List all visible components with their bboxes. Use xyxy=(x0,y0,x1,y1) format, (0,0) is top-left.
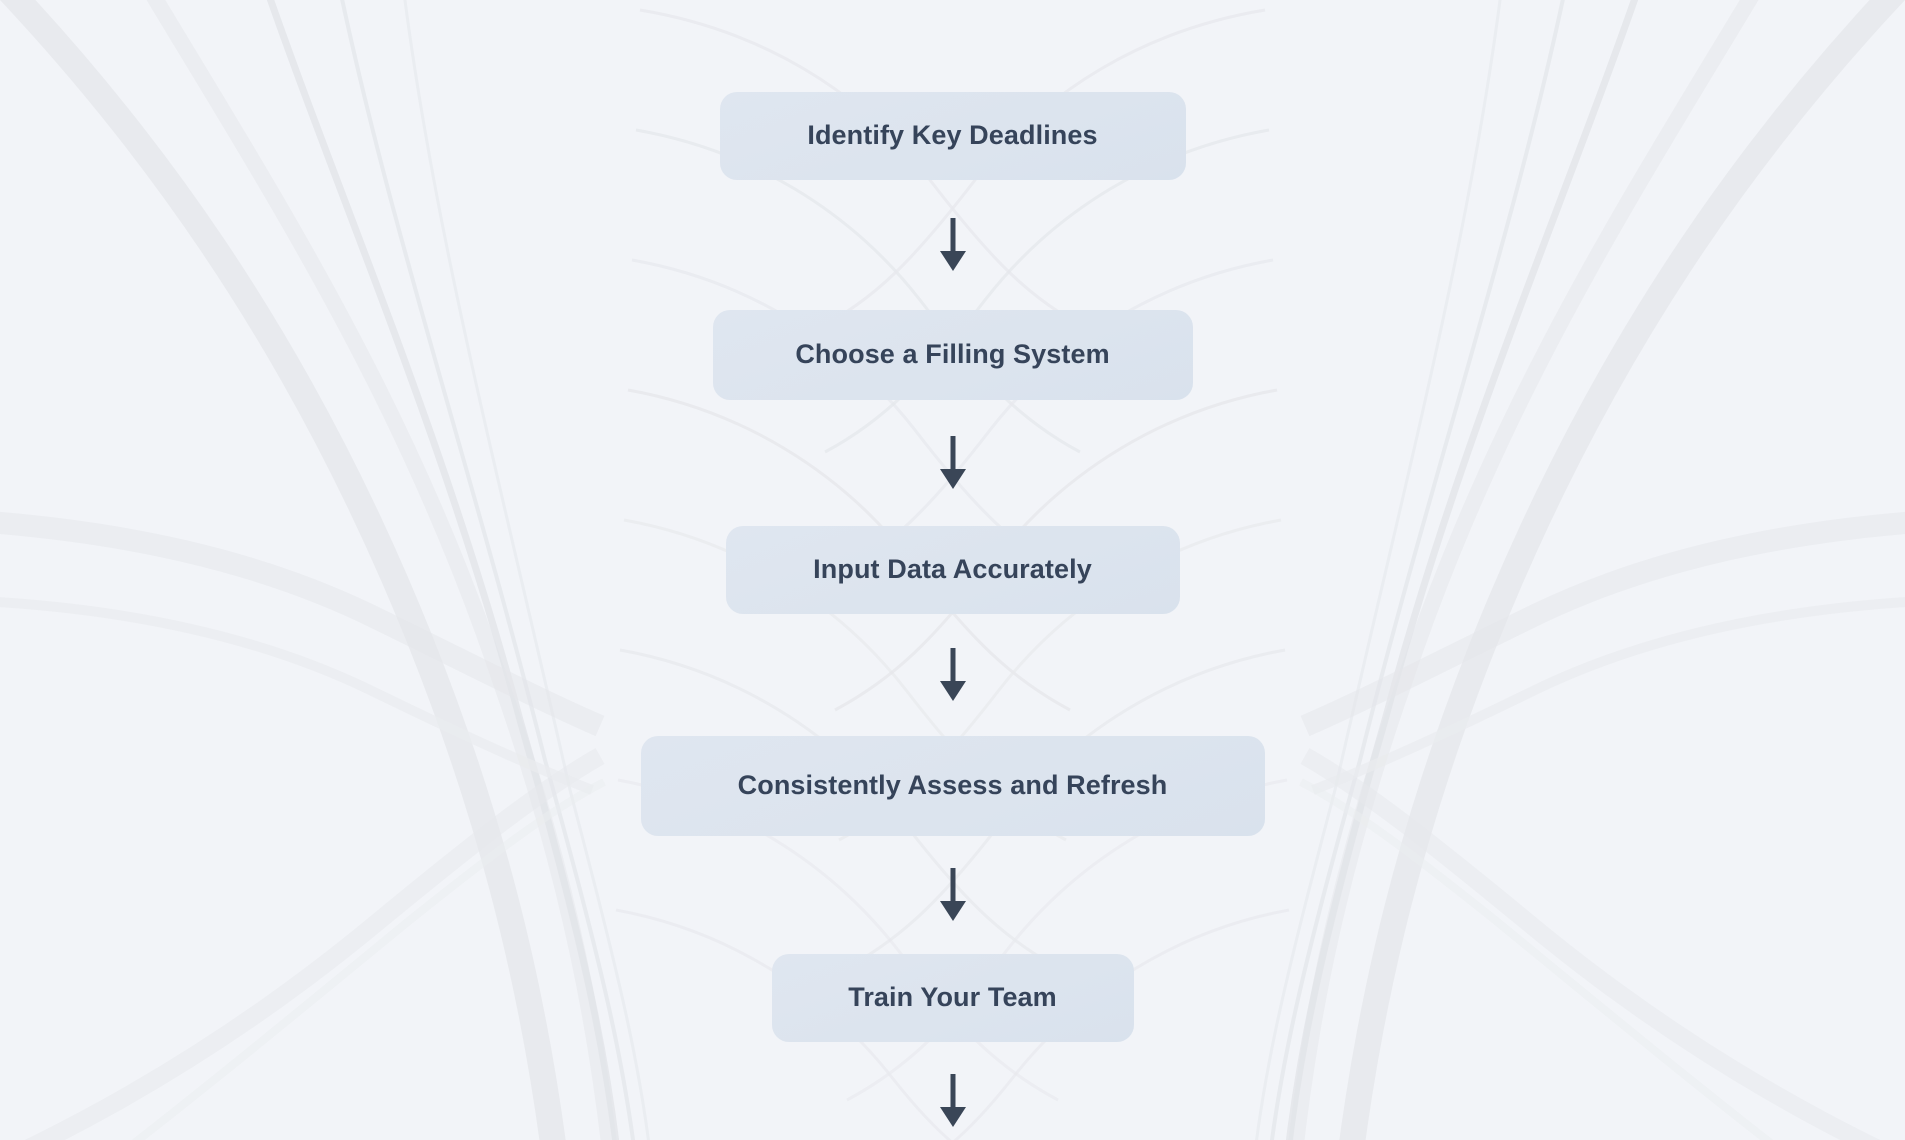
flow-gap xyxy=(952,490,953,526)
flow-node-step-3[interactable]: Input Data Accurately xyxy=(725,526,1180,614)
flow-gap xyxy=(952,614,953,648)
flow-gap xyxy=(952,180,953,218)
flow-connector-1-to-2 xyxy=(933,218,973,272)
flow-connector-4-to-5 xyxy=(933,868,973,922)
flow-gap xyxy=(952,272,953,310)
flow-gap xyxy=(952,1042,953,1074)
flow-node-label: Consistently Assess and Refresh xyxy=(737,770,1168,801)
flow-connector-3-to-4 xyxy=(933,648,973,702)
flow-gap xyxy=(952,922,953,954)
flow-node-step-5[interactable]: Train Your Team xyxy=(771,954,1134,1042)
flow-connector-2-to-3 xyxy=(933,436,973,490)
flow-node-label: Input Data Accurately xyxy=(813,554,1092,585)
down-arrow-icon xyxy=(939,218,966,271)
flow-gap xyxy=(952,836,953,868)
flow-connector-5-to-6 xyxy=(933,1074,973,1128)
down-arrow-icon xyxy=(939,648,966,701)
flow-node-step-1[interactable]: Identify Key Deadlines xyxy=(719,92,1186,180)
flow-gap xyxy=(952,1128,953,1140)
flow-node-label: Choose a Filling System xyxy=(795,339,1110,370)
down-arrow-icon xyxy=(939,868,966,921)
flow-node-label: Train Your Team xyxy=(848,982,1057,1013)
flow-gap xyxy=(952,400,953,436)
down-arrow-icon xyxy=(939,1074,966,1127)
down-arrow-icon xyxy=(939,436,966,489)
flow-node-step-2[interactable]: Choose a Filling System xyxy=(712,310,1193,400)
flow-gap xyxy=(952,702,953,736)
flow-node-step-4[interactable]: Consistently Assess and Refresh xyxy=(640,736,1265,836)
flow-node-label: Identify Key Deadlines xyxy=(807,120,1098,151)
